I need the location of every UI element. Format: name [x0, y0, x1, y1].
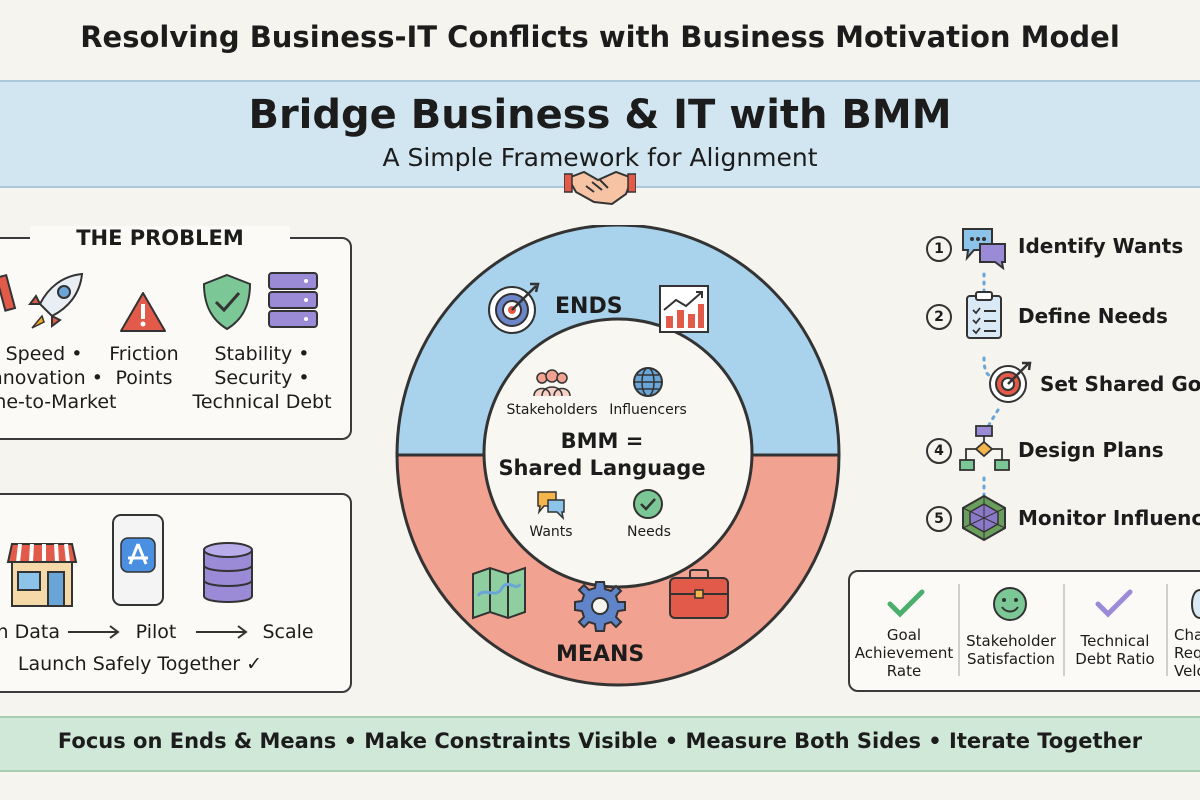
metrics-divider: [958, 584, 960, 676]
step-1-label: Identify Wants: [1018, 234, 1184, 258]
main-title: Resolving Business-IT Conflicts with Bus…: [80, 20, 1120, 54]
step-3-label: Set Shared Goals: [1040, 372, 1200, 396]
server-icon: [268, 272, 318, 328]
step-5-label: Monitor Influencers: [1018, 506, 1200, 530]
check-icon: [1095, 589, 1133, 618]
problem-heading: THE PROBLEM: [30, 226, 290, 250]
means-label: MEANS: [556, 642, 645, 667]
radar-icon: [962, 494, 1006, 542]
flow-step-mid: Pilot: [135, 621, 177, 643]
globe-icon: [633, 367, 663, 397]
bmm-circle: [395, 225, 841, 687]
metrics-card: [848, 570, 1200, 692]
target-icon: [488, 282, 540, 334]
business-priorities: Speed • Innovation • Time-to-Market: [0, 343, 117, 413]
chat-icon: [962, 228, 1006, 270]
arrow-right-icon: [68, 625, 120, 639]
step-2-label: Define Needs: [1018, 304, 1168, 328]
app-store-icon[interactable]: [110, 512, 166, 608]
title-banner: [0, 80, 1200, 188]
store-icon: [6, 543, 78, 607]
ends-label: ENDS: [555, 294, 623, 319]
chart-icon: [659, 285, 709, 333]
influencers-label: Influencers: [609, 402, 687, 418]
needs-label: Needs: [627, 524, 671, 540]
chat-icon: [537, 491, 565, 520]
footer-banner: [0, 716, 1200, 772]
bmm-core: BMM = Shared Language: [498, 429, 706, 480]
flow-step-end: Scale: [262, 621, 314, 643]
handshake-icon: [564, 170, 636, 206]
target-icon: [989, 361, 1032, 403]
step-1-number: 1: [926, 236, 952, 262]
clock-icon: [1190, 589, 1200, 619]
clipboard-icon: [966, 291, 1002, 339]
people-icon: [533, 369, 571, 397]
banner-title: Bridge Business & IT with BMM: [248, 92, 952, 138]
wants-label: Wants: [529, 524, 573, 540]
step-4-label: Design Plans: [1018, 438, 1164, 462]
database-icon: [203, 542, 253, 603]
it-priorities: Stability • Security • Technical Debt: [192, 343, 332, 413]
briefcase-icon: [669, 569, 729, 619]
metric-change-request: ChangeRequestVelocity: [1174, 626, 1200, 680]
footer-text: Focus on Ends & Means • Make Constraints…: [57, 729, 1143, 753]
map-icon: [472, 566, 526, 620]
problem-card: [0, 237, 352, 440]
step-2-number: 2: [926, 304, 952, 330]
check-icon: [633, 489, 663, 519]
warning-icon: [120, 292, 166, 332]
metrics-divider: [1063, 584, 1065, 676]
banner-subtitle: A Simple Framework for Alignment: [382, 143, 818, 172]
arrow-right-icon: [196, 625, 248, 639]
launch-caption: Launch Safely Together ✓: [17, 653, 263, 675]
flowchart-icon: [959, 425, 1010, 471]
check-icon: [887, 589, 925, 618]
shield-check-icon: [202, 273, 252, 331]
gear-icon: [574, 581, 626, 632]
steps-path: [982, 272, 1000, 498]
step-5-number: 5: [926, 506, 952, 532]
smiley-icon: [993, 587, 1027, 621]
flow-step-start: Gain Data: [0, 621, 60, 643]
step-4-number: 4: [926, 438, 952, 464]
metrics-divider: [1166, 584, 1168, 676]
stakeholders-label: Stakeholders: [506, 402, 598, 418]
rocket-icon: [0, 272, 84, 329]
friction-points: Friction Points: [109, 343, 179, 389]
